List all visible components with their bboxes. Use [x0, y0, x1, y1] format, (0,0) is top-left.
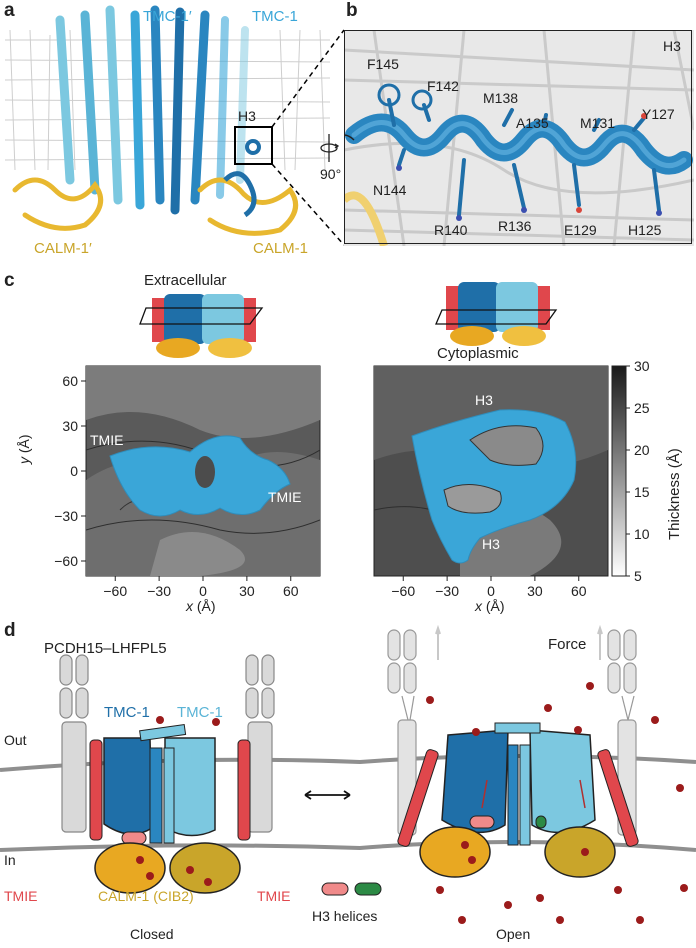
residue-n144: N144: [373, 182, 407, 198]
xlabel-left-unit: (Å): [196, 598, 216, 614]
ylabel-var: y (Å): [16, 434, 32, 464]
colorbar-label: Thickness (Å): [666, 448, 683, 540]
panel-letter-c: c: [4, 270, 15, 291]
label-h3-helices: H3 helices: [312, 908, 378, 924]
panel-letter-a: a: [4, 0, 15, 21]
xlabel-right-unit: (Å): [485, 598, 505, 614]
label-h3-bottom: H3: [482, 536, 500, 552]
ytick-label-3: −30: [54, 508, 78, 524]
residue-r136: R136: [498, 218, 532, 234]
label-tmie-left: TMIE: [90, 432, 124, 448]
heatmap-cytoplasmic: −60 −30 0 30 60 30 25 20 15 10 5: [373, 360, 650, 599]
label-in: In: [4, 852, 16, 868]
panel-a-structure: [4, 5, 345, 246]
ytick-label-4: −60: [54, 553, 78, 569]
label-calm1-prime: CALM-1′: [34, 240, 92, 257]
residue-f142: F142: [427, 78, 459, 94]
title-extracellular: Extracellular: [144, 272, 227, 289]
colorbar-tick-label-2: 20: [634, 442, 650, 458]
label-open: Open: [496, 926, 531, 942]
thumbnail-cytoplasmic: [435, 282, 558, 346]
xtick-label-1-3: 30: [527, 583, 543, 599]
xtick-label-0-4: 60: [283, 583, 299, 599]
ytick-label-2: 0: [70, 463, 78, 479]
label-h3-a: H3: [238, 108, 256, 124]
xlabel-right: x (Å): [475, 598, 505, 614]
label-h3-b: H3: [663, 38, 681, 54]
panel-d-schematic: [0, 624, 696, 924]
xlabel-left: x (Å): [186, 598, 216, 614]
residue-a135: A135: [516, 115, 549, 131]
residue-m131: M131: [580, 115, 616, 131]
residue-e129: E129: [564, 222, 597, 238]
title-cytoplasmic: Cytoplasmic: [437, 345, 519, 362]
colorbar-tick-label-5: 5: [634, 568, 642, 584]
xtick-label-0-2: 0: [199, 583, 207, 599]
panel-letter-b: b: [346, 0, 358, 21]
xtick-label-1-0: −60: [391, 583, 415, 599]
label-h3-top: H3: [475, 392, 493, 408]
ytick-label-1: 30: [62, 418, 78, 434]
label-calm1: CALM-1: [253, 240, 309, 257]
label-tmc1-prime: TMC-1′: [143, 8, 192, 25]
ylabel-var-text: y: [16, 457, 32, 464]
label-tmc1-closed-right: TMC-1: [177, 704, 223, 721]
label-tmc1-closed-left: TMC-1: [104, 704, 150, 721]
label-pcdh: PCDH15–LHFPL5: [44, 640, 167, 657]
colorbar-tick-label-0: 30: [634, 360, 650, 374]
residue-r140: R140: [434, 222, 468, 238]
label-tmc1: TMC-1: [252, 8, 298, 25]
rotation-arrow-icon: [320, 134, 340, 162]
xtick-label-1-1: −30: [435, 583, 459, 599]
heatmap-extracellular: 60 30 0 −30 −60 −60 −30 0 30 60: [54, 365, 321, 599]
residue-y127: Y127: [642, 106, 675, 122]
panel-b-zoom: [344, 30, 694, 246]
thumbnail-extracellular: [139, 294, 264, 358]
xtick-label-0-3: 30: [239, 583, 255, 599]
xtick-label-1-2: 0: [487, 583, 495, 599]
xtick-label-0-1: −30: [147, 583, 171, 599]
xtick-label-0-0: −60: [103, 583, 127, 599]
label-calm: CALM-1 (CIB2): [98, 888, 194, 904]
panel-letter-d: d: [4, 620, 16, 641]
xlabel-left-var: x: [186, 598, 193, 614]
colorbar-tick-label-1: 25: [634, 400, 650, 416]
residue-f145: F145: [367, 56, 399, 72]
label-closed: Closed: [130, 926, 174, 942]
label-force: Force: [548, 636, 587, 653]
ylabel-unit-text: (Å): [16, 434, 32, 454]
label-tmie-closed-left: TMIE: [4, 888, 38, 904]
xlabel-right-var: x: [475, 598, 482, 614]
label-rotation: 90°: [320, 166, 342, 182]
residue-m138: M138: [483, 90, 519, 106]
residue-h125: H125: [628, 222, 662, 238]
label-tmie-closed-right: TMIE: [257, 888, 291, 904]
label-out: Out: [4, 732, 27, 748]
xtick-label-1-4: 60: [571, 583, 587, 599]
colorbar: [611, 365, 627, 577]
colorbar-tick-label-3: 15: [634, 484, 650, 500]
label-tmie-right: TMIE: [268, 489, 302, 505]
ytick-label-0: 60: [62, 373, 78, 389]
colorbar-tick-label-4: 10: [634, 526, 650, 542]
